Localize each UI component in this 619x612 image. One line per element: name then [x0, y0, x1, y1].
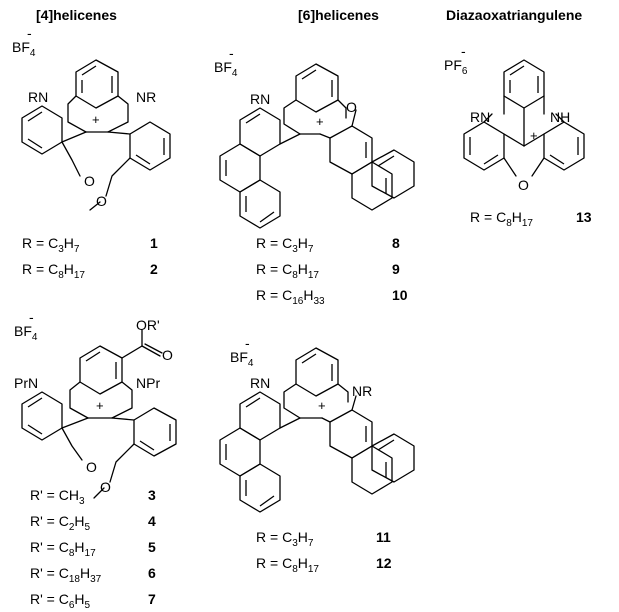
- series-4-helicenes: R = C3H7 1 R = C8H17 2: [22, 235, 158, 281]
- counterion-charge: -: [29, 309, 34, 325]
- atom-nr: NR: [136, 89, 156, 105]
- substituent-label: R' = C18H37: [30, 565, 102, 585]
- atom-rn: RN: [28, 89, 48, 105]
- compound-number: 8: [392, 235, 400, 251]
- methoxy-oxygen-2: O: [100, 479, 111, 495]
- series-6-helicenes-oxa: R = C3H7 8 R = C8H17 9 R = C16H33 10: [256, 235, 408, 307]
- series-diazaoxatriangulene: R = C8H17 13: [470, 209, 592, 229]
- counterion-charge: -: [245, 335, 250, 351]
- counterion-charge: -: [27, 25, 32, 41]
- right-naphthalene-ring-c: [371, 433, 415, 483]
- compound-number: 4: [148, 513, 156, 529]
- substituent-label: R' = C6H5: [30, 591, 91, 611]
- series-ester: R' = CH3 3 R' = C2H5 4 R' = C8H17 5 R' =…: [30, 487, 156, 611]
- substituent-label: R = C8H17: [470, 209, 533, 229]
- methoxy-oxygen-1: O: [84, 173, 95, 189]
- counterion-charge: -: [461, 43, 466, 59]
- left-naphthalene-ring-c: [239, 463, 281, 513]
- atom-rn: RN: [470, 109, 490, 125]
- header-diazaoxatriangulene: Diazaoxatriangulene: [446, 7, 582, 23]
- atom-oxygen: O: [346, 99, 357, 115]
- atom-rn: RN: [250, 91, 270, 107]
- carbonyl-oxygen: O: [162, 347, 173, 363]
- atom-prn: PrN: [14, 375, 38, 391]
- ester-or-group: OR': [136, 317, 160, 333]
- header-6-helicenes: [6]helicenes: [298, 7, 379, 23]
- atom-rn: RN: [250, 375, 270, 391]
- series-6-helicenes-diaza: R = C3H7 11 R = C8H17 12: [256, 529, 392, 575]
- compound-number: 2: [150, 261, 158, 277]
- counterion-bf4: BF4: [230, 349, 254, 369]
- structure-6-helicene-oxa: BF4 - RN O +: [214, 45, 415, 229]
- compound-number: 11: [376, 529, 391, 545]
- header-4-helicenes: [4]helicenes: [36, 7, 117, 23]
- cation-charge: +: [316, 114, 324, 129]
- substituent-label: R = C8H17: [256, 555, 319, 575]
- structure-4-helicene: BF4 - RN NR + O O: [12, 25, 171, 211]
- substituent-label: R = C3H7: [22, 235, 80, 255]
- counterion-bf4: BF4: [14, 323, 38, 343]
- cation-charge: +: [318, 398, 326, 413]
- compound-number: 7: [148, 591, 156, 607]
- structure-diazaoxatriangulene: PF6 - RN NH O +: [444, 43, 585, 193]
- compound-number: 6: [148, 565, 156, 581]
- structure-6-helicene-diaza: BF4 - RN NR +: [219, 335, 415, 513]
- cation-charge: +: [530, 128, 538, 143]
- compound-number: 3: [148, 487, 156, 503]
- counterion-bf4: BF4: [12, 39, 36, 59]
- left-naphthalene-ring-a: [239, 107, 281, 157]
- counterion-pf6: PF6: [444, 57, 468, 77]
- substituent-label: R' = CH3: [30, 487, 85, 507]
- cation-charge: +: [96, 398, 104, 413]
- structure-4-helicene-ester: BF4 - OR' O PrN NPr + O O: [14, 309, 177, 499]
- cation-charge: +: [92, 112, 100, 127]
- atom-npr: NPr: [136, 375, 160, 391]
- methoxy-oxygen-2: O: [96, 193, 107, 209]
- compound-number: 12: [376, 555, 392, 571]
- counterion-bf4: BF4: [214, 59, 238, 79]
- substituent-label: R = C3H7: [256, 235, 314, 255]
- substituent-label: R = C16H33: [256, 287, 325, 307]
- compound-number: 13: [576, 209, 592, 225]
- substituent-label: R = C8H17: [256, 261, 319, 281]
- substituent-label: R' = C2H5: [30, 513, 91, 533]
- counterion-charge: -: [229, 45, 234, 61]
- left-naphthalene-ring-c: [239, 179, 281, 229]
- left-benzene-ring: [21, 105, 63, 155]
- methoxy-oxygen-1: O: [86, 459, 97, 475]
- substituent-label: R = C3H7: [256, 529, 314, 549]
- compound-number: 10: [392, 287, 408, 303]
- compound-number: 1: [150, 235, 158, 251]
- compound-number: 9: [392, 261, 400, 277]
- substituent-label: R' = C8H17: [30, 539, 96, 559]
- left-naphthalene-ring-a: [239, 391, 281, 441]
- right-naphthalene-ring-c: [371, 149, 415, 199]
- atom-nr: NR: [352, 383, 372, 399]
- left-benzene-ring: [21, 391, 63, 441]
- substituent-label: R = C8H17: [22, 261, 85, 281]
- atom-oxygen: O: [518, 177, 529, 193]
- atom-nh: NH: [550, 109, 570, 125]
- compound-number: 5: [148, 539, 156, 555]
